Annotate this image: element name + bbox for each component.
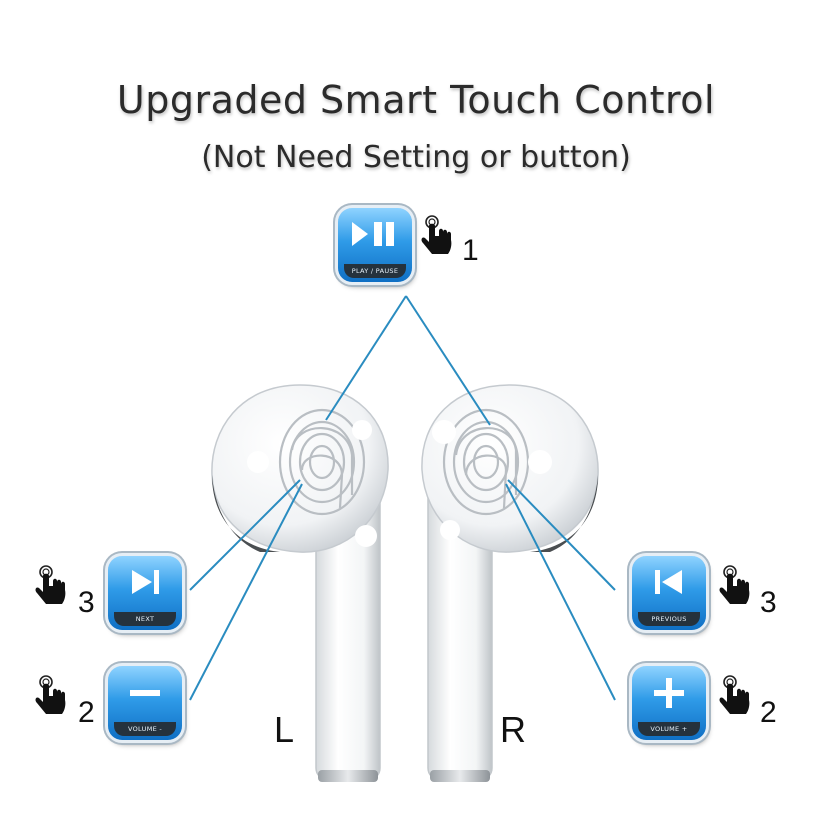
right-earbud-sensor-dot [440,520,460,540]
tap-count-previous: 3 [760,586,777,619]
tap-count-next: 3 [78,586,95,619]
plus-icon [654,678,684,708]
tap-hand-icon [719,675,750,714]
connector-line-volume-up [505,483,616,701]
tap-hand-icon [719,565,750,604]
tap-count-play-pause: 1 [462,234,479,267]
connector-line-volume-down [189,483,303,701]
play-pause-icon [352,222,394,246]
connector-line-previous [507,479,616,591]
next-caption: NEXT [114,612,176,626]
previous-caption: PREVIOUS [638,612,700,626]
connector-line-play-left [325,295,407,421]
play-pause-button[interactable]: PLAY / PAUSE [338,208,412,282]
connector-line-next [189,479,301,591]
play-pause-caption: PLAY / PAUSE [344,264,406,278]
volume-up-caption: VOLUME + [638,722,700,736]
left-earbud-sensor-dot [355,525,377,547]
right-earbud-label: R [500,709,526,750]
next-button[interactable]: NEXT [108,556,182,630]
minus-icon [130,690,160,696]
tap-hand-icon [35,675,66,714]
left-earbud-sensor-dot [352,420,372,440]
connector-lines [189,295,616,701]
tap-count-volume-down: 2 [78,696,95,729]
volume-down-caption: VOLUME - [114,722,176,736]
volume-down-button[interactable]: VOLUME - [108,666,182,740]
page-title: Upgraded Smart Touch Control [116,78,716,122]
right-earbud-sensor-dot [432,420,456,444]
tap-hand-icon [35,565,66,604]
volume-up-button[interactable]: VOLUME + [632,666,706,740]
page-subtitle: (Not Need Setting or button) [201,140,631,175]
connector-line-play-right [405,295,491,426]
left-fingerprint-icon [278,408,366,516]
previous-button[interactable]: PREVIOUS [632,556,706,630]
previous-icon [655,570,682,594]
right-earbud-head [421,384,599,553]
tap-count-volume-up: 2 [760,696,777,729]
left-earbud-sensor-dot [247,451,269,473]
next-icon [132,570,159,594]
tap-hand-icon [421,215,452,254]
right-earbud [421,384,599,782]
left-earbud-tip [318,770,378,782]
left-earbud [211,384,389,782]
left-earbud-label: L [274,709,295,750]
right-earbud-tip [430,770,490,782]
right-earbud-sensor-dot [528,450,552,474]
